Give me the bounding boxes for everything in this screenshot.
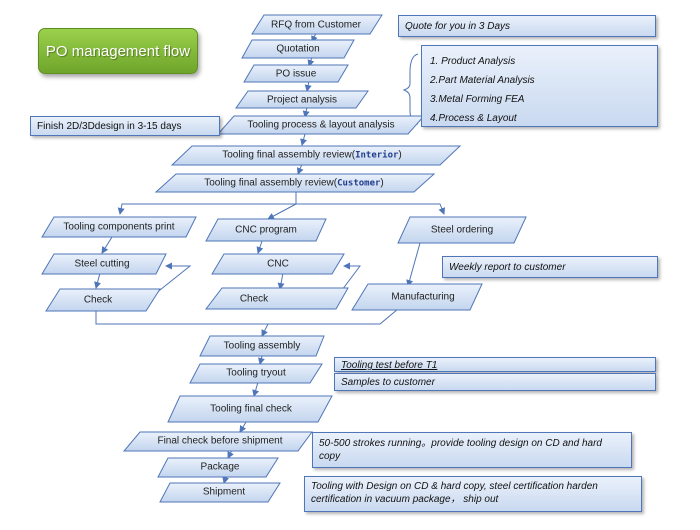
steel-cutting-label: Steel cutting xyxy=(74,258,130,270)
analysis-item-3: 3.Metal Forming FEA xyxy=(430,94,525,105)
review-customer-emphasis: Customer xyxy=(337,178,381,189)
review-interior-shape xyxy=(170,145,462,166)
analysis-item-1: 1. Product Analysis xyxy=(430,56,516,67)
cnc-shape xyxy=(211,253,345,275)
test-t1-note: Tooling test before T1 xyxy=(334,357,656,372)
steel-ordering-shape xyxy=(397,216,527,244)
tooling-tryout-shape xyxy=(189,363,323,384)
tooling-process-shape xyxy=(216,115,426,135)
weekly-report-note: Weekly report to customer xyxy=(442,256,658,278)
tooling-final-check-label: Tooling final check xyxy=(210,403,292,415)
finish-design-note: Finish 2D/3Ddesign in 3-15 days xyxy=(30,116,220,136)
review-customer-shape xyxy=(154,173,436,193)
final-check-shipment-label: Final check before shipment xyxy=(157,435,283,447)
quotation-shape xyxy=(241,39,355,59)
quote-note: Quote for you in 3 Days xyxy=(398,15,656,37)
analysis-list-note: 1. Product Analysis 2.Part Material Anal… xyxy=(421,45,658,127)
tooling-assembly-label: Tooling assembly xyxy=(223,340,301,352)
analysis-item-2: 2.Part Material Analysis xyxy=(430,75,535,86)
rfq-shape xyxy=(251,14,383,35)
cnc-program-shape xyxy=(205,218,327,242)
cnc-label: CNC xyxy=(267,258,289,270)
review-interior-emphasis: Interior xyxy=(355,150,399,161)
final-check-shipment-shape xyxy=(122,431,313,452)
review-interior-label: Tooling final assembly review(Interior) xyxy=(222,149,402,161)
title-banner: PO management flow xyxy=(38,28,198,74)
check-mid-shape xyxy=(204,287,349,310)
po-issue-label: PO issue xyxy=(275,68,317,80)
components-print-shape xyxy=(41,216,197,238)
review-customer-label: Tooling final assembly review(Customer) xyxy=(204,177,384,189)
project-analysis-label: Project analysis xyxy=(266,94,338,106)
connectors xyxy=(94,32,446,484)
po-issue-shape xyxy=(243,64,349,83)
shipping-note: Tooling with Design on CD & hard copy, s… xyxy=(304,476,642,512)
analysis-item-4: 4.Process & Layout xyxy=(430,113,517,124)
package-shape xyxy=(157,457,279,478)
components-print-label: Tooling components print xyxy=(63,221,175,233)
shipment-label: Shipment xyxy=(202,486,246,498)
check-mid-label: Check xyxy=(239,293,269,305)
samples-note: Samples to customer xyxy=(334,373,656,391)
tooling-process-label: Tooling process & layout analysis xyxy=(247,119,395,131)
shipment-shape xyxy=(159,482,281,503)
project-analysis-shape xyxy=(235,90,369,109)
tooling-assembly-shape xyxy=(199,335,325,357)
tooling-final-check-shape xyxy=(167,395,333,423)
manufacturing-shape xyxy=(351,283,483,311)
quotation-label: Quotation xyxy=(276,43,320,55)
cnc-program-label: CNC program xyxy=(235,224,297,236)
steel-cutting-shape xyxy=(41,253,167,275)
rfq-label: RFQ from Customer xyxy=(270,19,362,31)
check-left-shape xyxy=(45,288,161,312)
tooling-tryout-label: Tooling tryout xyxy=(226,367,286,379)
manufacturing-label: Manufacturing xyxy=(391,291,455,303)
steel-ordering-label: Steel ordering xyxy=(430,224,494,236)
package-label: Package xyxy=(200,461,240,473)
strokes-note: 50-500 strokes running。provide tooling d… xyxy=(312,432,632,468)
check-left-label: Check xyxy=(83,294,113,306)
